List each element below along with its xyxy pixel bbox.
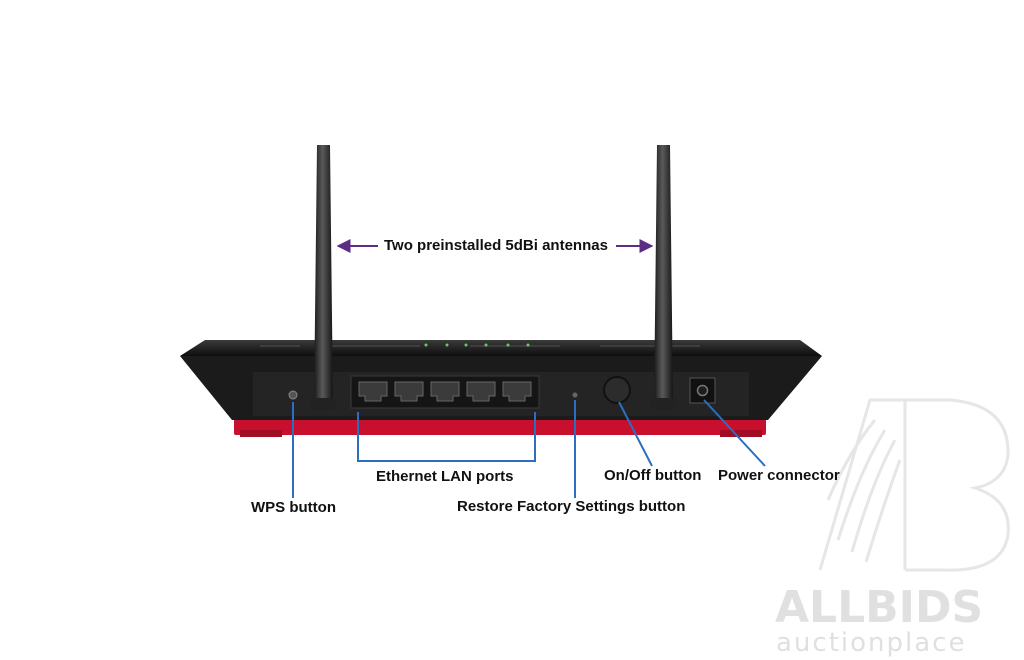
wps-button-label: WPS button — [251, 499, 336, 516]
watermark-tagline: auctionplace — [776, 628, 967, 658]
restore-pinhole-icon — [572, 392, 578, 398]
power-connector-label: Power connector — [718, 467, 840, 484]
ethernet-ports-label: Ethernet LAN ports — [376, 468, 514, 485]
router-foot-right — [720, 430, 762, 437]
router-top-panel — [180, 340, 822, 356]
wps-button-icon — [288, 390, 298, 400]
power-button-icon — [603, 376, 631, 404]
watermark-brand: ALLBIDS — [775, 582, 984, 633]
restore-button-label: Restore Factory Settings button — [457, 498, 686, 515]
status-led-icons — [424, 343, 530, 347]
power-jack-hole — [696, 384, 709, 397]
antenna-left — [311, 145, 336, 410]
leader-lines — [292, 399, 766, 498]
router-base — [234, 419, 766, 435]
antennas-label: Two preinstalled 5dBi antennas — [384, 237, 608, 254]
antenna-right — [651, 145, 676, 410]
allbids-logo-icon — [818, 398, 1010, 572]
onoff-button-label: On/Off button — [604, 467, 702, 484]
ethernet-port-icons — [358, 381, 532, 402]
router-foot-left — [240, 430, 282, 437]
